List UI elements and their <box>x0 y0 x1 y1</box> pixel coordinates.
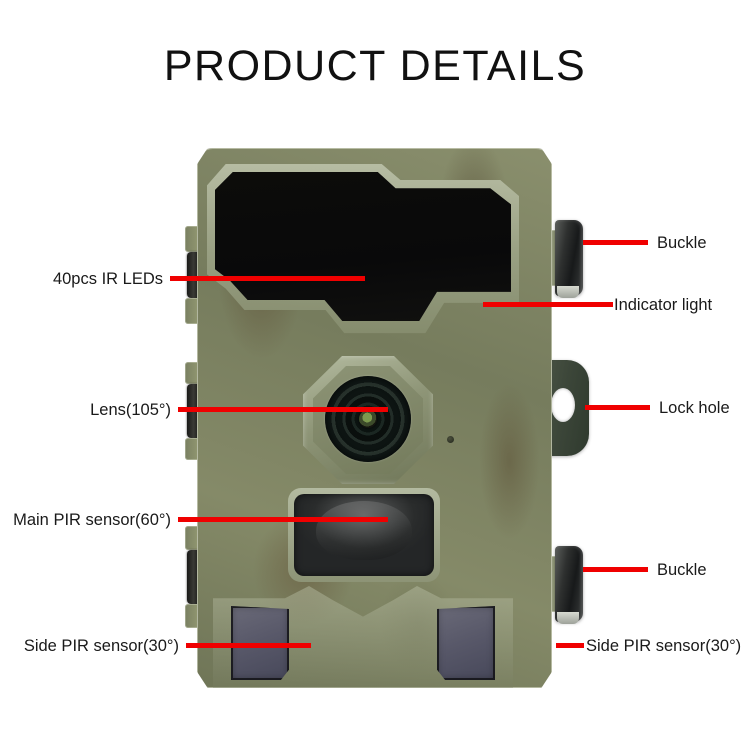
product-image-trail-camera <box>185 148 595 693</box>
callout-label-lock-hole: Lock hole <box>659 399 730 417</box>
callout-line-main-pir <box>178 517 388 522</box>
callout-line-ir-leds <box>170 276 365 281</box>
callout-line-lens <box>178 407 388 412</box>
callout-line-indicator-light <box>483 302 613 307</box>
lens-center-element <box>359 410 377 428</box>
main-pir-sensor <box>294 494 434 576</box>
callout-label-main-pir: Main PIR sensor(60°) <box>13 511 171 529</box>
housing-screw <box>447 436 454 443</box>
callout-label-ir-leds: 40pcs IR LEDs <box>52 270 163 288</box>
callout-line-buckle-bottom <box>583 567 648 572</box>
callout-line-side-pir-left <box>186 643 311 648</box>
callout-label-indicator-light: Indicator light <box>614 296 713 314</box>
lock-hole <box>551 388 575 422</box>
indicator-light <box>557 286 579 298</box>
callout-label-buckle-bottom: Buckle <box>657 561 707 579</box>
page-title: PRODUCT DETAILS <box>163 42 587 90</box>
callout-line-side-pir-right <box>556 643 584 648</box>
callout-label-side-pir-left: Side PIR sensor(30°) <box>23 637 179 655</box>
callout-label-lens: Lens(105°) <box>90 401 171 419</box>
callout-line-buckle-top <box>583 240 648 245</box>
side-pir-sensor-right <box>437 606 495 680</box>
callout-line-lock-hole <box>585 405 650 410</box>
buckle-latch <box>555 220 583 296</box>
callout-label-side-pir-right: Side PIR sensor(30°) <box>586 637 742 655</box>
buckle-tip <box>557 612 579 624</box>
callout-label-buckle-top: Buckle <box>657 234 707 252</box>
buckle-latch <box>555 546 583 622</box>
